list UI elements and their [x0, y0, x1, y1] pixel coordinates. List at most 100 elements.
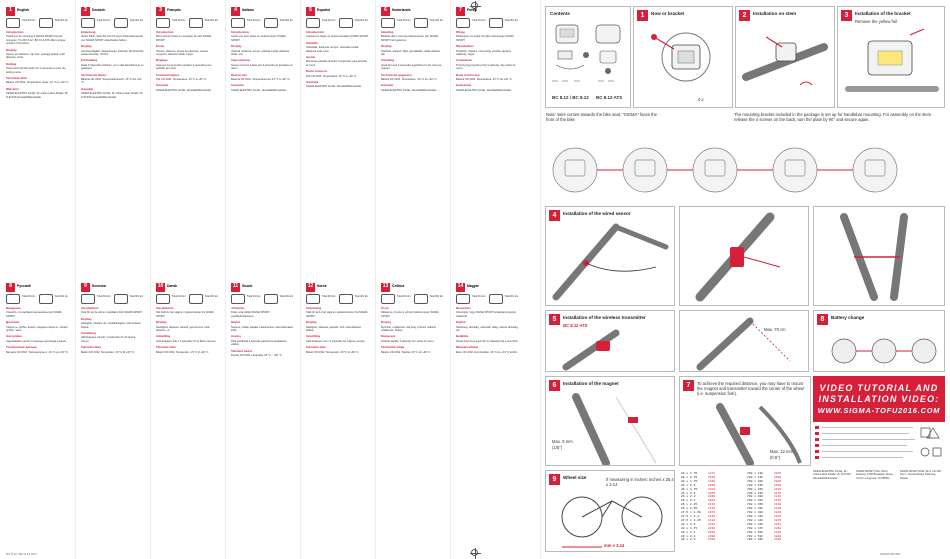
device-icon	[6, 18, 20, 28]
wheel-circumference: 2200	[774, 511, 782, 515]
range-label: Max. 70 cm	[764, 327, 786, 332]
language-name: Norsk	[317, 284, 327, 289]
video-url[interactable]: WWW.SIGMA-TOFU2016.COM	[817, 406, 941, 415]
inch-note: If measuring in inches: inches x 25.4 x …	[606, 477, 674, 487]
section-body: Nopeus, matka, ajoaika, keskinopeus, kok…	[231, 325, 294, 333]
wheel-size: 29 x 2.1	[681, 530, 696, 534]
language-name: Polski	[467, 8, 477, 13]
device-label: Total 001 km	[322, 19, 336, 22]
wheel-size: 700 x 18C	[747, 472, 764, 475]
section-body: Batterij CR 2032. Temperatuur -15 °C tot…	[381, 78, 438, 82]
wheel-circumference: 2268	[708, 526, 716, 530]
language-name: English	[17, 8, 30, 13]
section-body: Velocidad, distancia, tiempo, velocidad …	[306, 46, 360, 53]
section-body: Batteri CR 2032. Temperatur -15 °C til +…	[306, 350, 360, 354]
wheel-circumference: 1272	[708, 472, 716, 475]
wheel-size: 26 x 1.5	[681, 483, 696, 487]
wheel-circumference: 1590	[708, 475, 716, 479]
device-icon	[113, 18, 128, 28]
section-body: Sebesség, távolság, menetidő, átlag, öss…	[456, 325, 519, 333]
section-title: Дисплей	[6, 320, 19, 325]
display-diagram: Total 001 km Total 001 km	[156, 294, 219, 304]
fold-line	[225, 0, 226, 559]
language-name: Dansk	[167, 284, 178, 289]
device-label: Total 001 km	[397, 295, 411, 298]
section-title: Tekniset tiedot	[231, 348, 252, 353]
section-title: Beállítás	[456, 334, 469, 339]
video-tutorial-banner[interactable]: VIDEO TUTORIAL AND INSTALLATION VIDEO: W…	[813, 376, 945, 422]
panel-step-2: 2 Installation on stem	[735, 6, 835, 108]
stem-illustration	[742, 36, 828, 86]
panel-title: Installation of the wired sensor	[563, 211, 631, 216]
wired-sensor-illustration	[552, 223, 669, 301]
section-title: Pantalla	[306, 40, 318, 45]
section-title: Garanzia	[231, 83, 244, 88]
section-title: Display	[6, 47, 17, 52]
registration-mark-icon	[470, 548, 481, 559]
wheel-circumference: 1890	[708, 479, 716, 483]
wheel-size: 26 x 2.35	[681, 507, 698, 511]
fold-line	[540, 0, 541, 559]
wheel-size: 29 x 2.3	[681, 538, 696, 542]
device-label: Total 001 km	[54, 19, 69, 22]
section-body: Przytrzymaj przycisk przez 3 sekundy, ab…	[456, 63, 516, 71]
language-number: 4	[231, 6, 240, 16]
wheel-circumference: 2070	[774, 472, 782, 475]
section-title: Indstilling	[156, 334, 171, 339]
wheel-size: 700 x 32C	[747, 499, 764, 503]
section-body: Batteri CR 2032. Temperatur -15 °C til +…	[156, 350, 210, 354]
panel-sensor-detail	[679, 206, 809, 306]
section-title: Ustawienia	[456, 58, 472, 63]
section-title: Introduktion	[156, 306, 174, 310]
device-label: Total 001 km	[204, 295, 219, 298]
panel-title: Installation of the magnet	[563, 381, 619, 386]
panel-title: Battery change	[831, 315, 865, 320]
panel-title: Now or bracket	[651, 11, 685, 16]
section-title: Technische Daten	[81, 72, 107, 77]
wheel-size: 700 x 28C	[747, 491, 764, 495]
device-label: Total 001 km	[204, 19, 219, 22]
wheel-circumference: 2105	[774, 487, 782, 491]
wheel-size: 700 x 30C	[747, 495, 764, 499]
section-title: Instelling	[381, 58, 395, 63]
device-label: Total 001 km	[172, 295, 186, 298]
wheel-size: 700 x 52C	[747, 534, 764, 538]
device-label: Total 001 km	[429, 295, 444, 298]
fold-line	[300, 0, 301, 559]
device-icon	[338, 18, 353, 28]
device-label: Total 001 km	[429, 19, 444, 22]
footer-left: BC 8.12 / BC 8.12 ATS	[6, 552, 37, 556]
section-title: Tekniska data	[81, 345, 101, 350]
section-body: Podržte tlačítko 3 sekundy pro vstup do …	[381, 339, 435, 343]
section-body: Hastighed, distance, køretid, gennemsnit…	[156, 325, 210, 333]
section-body: Vielen Dank, dass Sie sich für einen Fah…	[81, 35, 144, 42]
section-title: Introduction	[6, 30, 24, 34]
section-title: Introduktion	[81, 306, 99, 310]
wheel-circumference: 2268	[774, 526, 782, 530]
section-body: Prędkość, dystans, czas jazdy, średnia, …	[456, 49, 511, 57]
language-name: Čeština	[392, 284, 405, 289]
section-title: Nastavení	[381, 334, 396, 339]
wheel-size: 700 x 47C	[747, 526, 764, 530]
section-title: Garantie	[381, 83, 394, 88]
wheel-size: 26 x 2.0	[681, 495, 696, 499]
device-icon	[156, 18, 170, 28]
dimension-label: 4 x	[698, 97, 704, 102]
section-title: Technische gegevens	[381, 72, 412, 77]
section-title: Wstęp	[456, 30, 465, 34]
step-badge: 3	[841, 10, 852, 21]
panel-transmitter-range: Max. 70 cm	[679, 310, 809, 372]
